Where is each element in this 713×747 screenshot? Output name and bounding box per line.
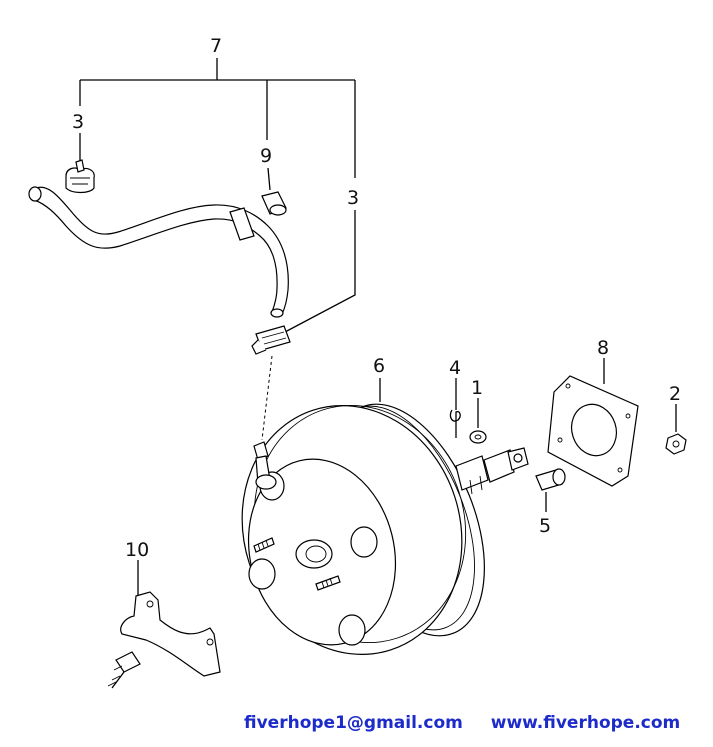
callout-1: 1 [471,377,483,399]
leader-lines [79,58,677,600]
hose-cap [261,191,287,216]
callout-10: 10 [125,539,149,561]
bracket [107,591,221,689]
push-rod-clevis [455,447,529,495]
washer [469,430,487,444]
gasket-holes [557,383,631,473]
snap-pin [449,409,461,438]
nut [665,433,687,455]
callout-3-right: 3 [347,187,359,209]
footer-email[interactable]: fiverhope1@gmail.com [244,713,463,733]
callout-9: 9 [260,145,272,167]
hose-clamp-upper [65,159,95,194]
vacuum-fitting [253,441,277,490]
callout-5: 5 [539,515,551,537]
gasket [547,375,639,487]
callout-3-upper: 3 [72,111,84,133]
hose-clamp-lower [251,325,291,355]
callout-2: 2 [669,383,681,405]
clevis-pin [535,468,566,491]
vacuum-hose [28,186,289,318]
sensor-connector [107,651,141,689]
booster-studs [253,537,341,591]
callout-6: 6 [373,355,385,377]
footer-website[interactable]: www.fiverhope.com [490,713,681,733]
footer-contact: fiverhope1@gmail.com www.fiverhope.com [244,713,704,733]
callout-7: 7 [210,35,222,57]
callout-8: 8 [597,337,609,359]
brake-booster [241,403,529,655]
callout-4: 4 [449,357,461,379]
callout-labels: 7 3 9 3 6 4 1 8 2 5 10 [72,35,681,561]
